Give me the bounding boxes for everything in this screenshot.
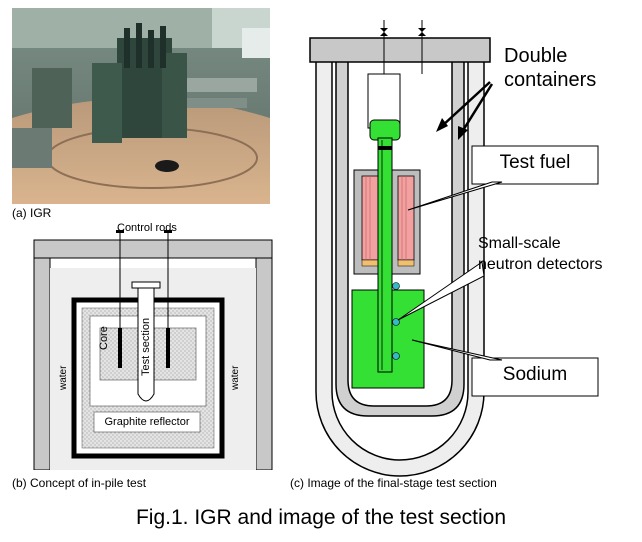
valve-right — [418, 28, 426, 36]
detectors-line2: neutron detectors — [478, 256, 603, 273]
double-containers-line1: Double — [504, 45, 568, 67]
control-rod-absorber-left — [118, 328, 122, 368]
figure-caption: Fig.1. IGR and image of the test section — [135, 506, 507, 529]
igr-photo — [12, 8, 270, 204]
test-section-label: Test section — [140, 317, 152, 376]
sodium-label: Sodium — [502, 364, 568, 385]
concept-caption: (b) Concept of in-pile test — [12, 476, 147, 490]
test-section-capsule — [137, 287, 155, 402]
photo-caption: (a) IGR — [12, 206, 52, 220]
control-rods-label: Control rods — [117, 222, 177, 234]
test-fuel-callout — [471, 145, 599, 185]
top-shield — [33, 239, 273, 259]
water-left-label: water — [58, 365, 69, 390]
outer-container — [315, 53, 485, 477]
test-fuel-label: Test fuel — [499, 152, 571, 173]
test-section-diagram — [309, 20, 599, 477]
detector-3 — [392, 352, 400, 360]
green-rod-top — [369, 119, 401, 141]
detector-1 — [392, 282, 400, 290]
top-flange — [309, 37, 491, 63]
test-section-caption: (c) Image of the final-stage test sectio… — [290, 476, 497, 490]
upper-cylinder — [367, 73, 401, 129]
detector-2 — [392, 318, 400, 326]
graphite-label: Graphite reflector — [104, 416, 190, 428]
double-containers-line2: containers — [504, 69, 597, 91]
sodium-callout — [471, 357, 599, 397]
detectors-line1: Small-scale — [478, 235, 561, 252]
double-containers-label: Double containers — [504, 44, 596, 92]
core-label: Core — [98, 326, 110, 350]
left-wall — [33, 257, 51, 470]
valve-left — [380, 28, 388, 36]
detectors-label: Small-scale neutron detectors — [478, 233, 603, 275]
control-rod-absorber-right — [166, 328, 170, 368]
concept-diagram — [33, 230, 273, 470]
right-wall — [255, 257, 273, 470]
water-right-label: water — [230, 365, 241, 390]
green-rod — [377, 137, 393, 373]
